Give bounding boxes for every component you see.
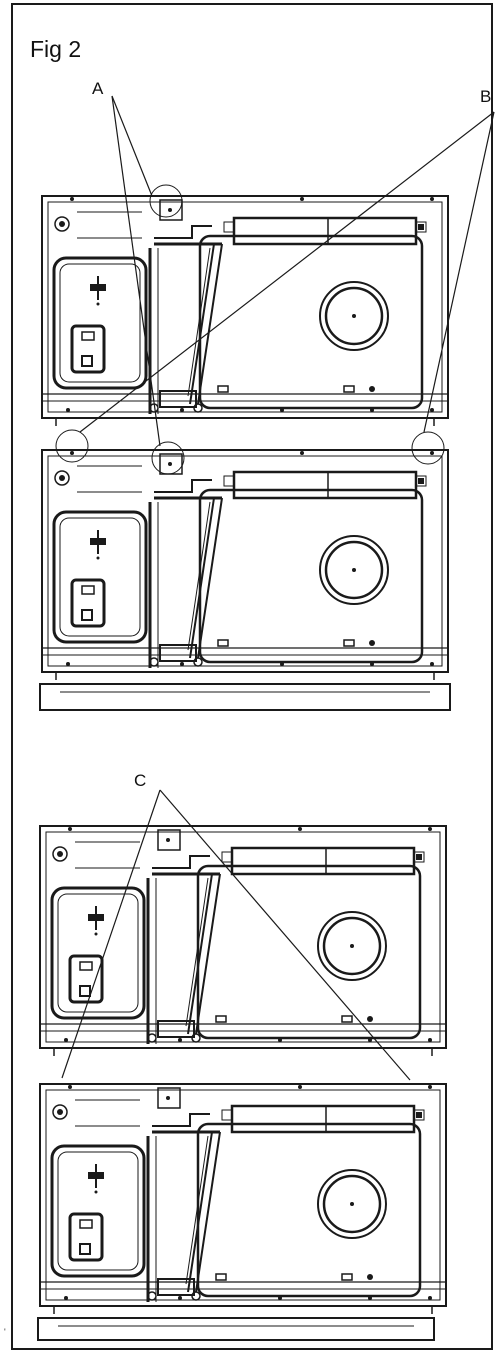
callout-label-c: C: [134, 771, 147, 790]
callout-label-a: A: [92, 79, 104, 98]
callout-a-circle-upper: [149, 184, 183, 218]
leader-a-1: [111, 95, 153, 197]
callout-label-b: B: [480, 87, 492, 106]
leader-c-2: [159, 789, 411, 1081]
figure-title: Fig 2: [30, 36, 82, 62]
base-plate-top: [39, 683, 451, 711]
figure-border: [11, 3, 493, 1350]
callout-a-circle-lower: [151, 441, 185, 475]
callout-b-circle-right: [411, 431, 445, 465]
leader-b-2: [423, 111, 495, 433]
oven-bottom-upper: [38, 824, 448, 1058]
callout-b-circle-left: [55, 429, 89, 463]
leader-c-1: [61, 789, 161, 1079]
oven-top-upper: [40, 194, 450, 428]
base-plate-bottom: [37, 1317, 435, 1341]
leader-a-2: [111, 95, 161, 447]
oven-bottom-lower: [38, 1082, 448, 1316]
oven-top-lower: [40, 448, 450, 682]
leader-b-1: [79, 111, 495, 433]
stray-mark: ': [4, 1327, 6, 1337]
